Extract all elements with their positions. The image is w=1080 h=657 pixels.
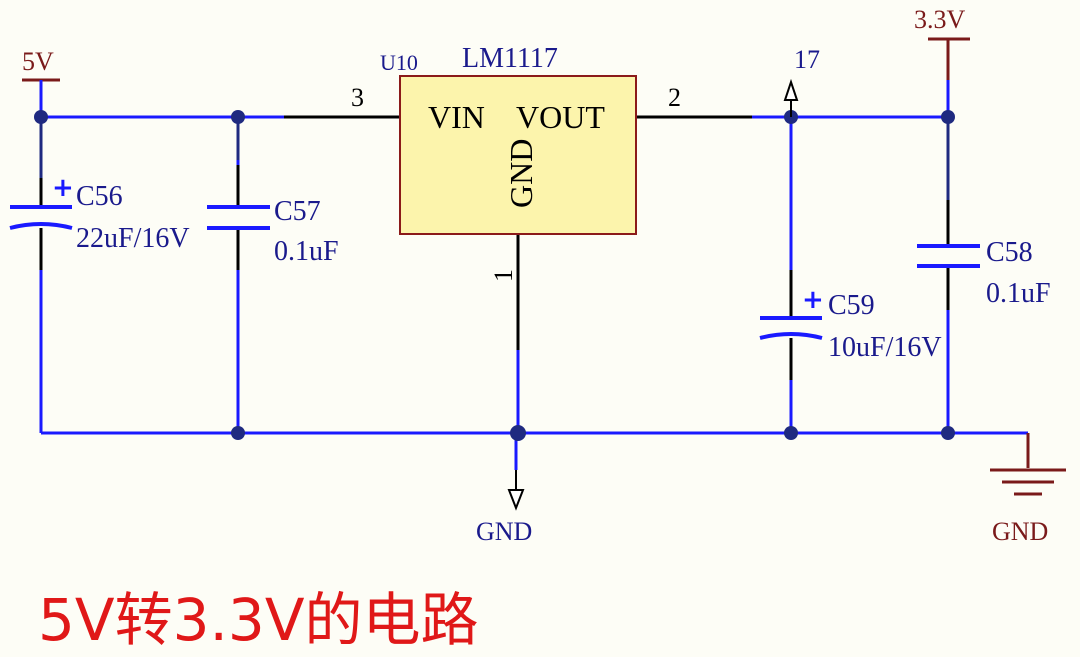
c56-polarity-mark: + [52,173,74,203]
regulator-part-number: LM1117 [462,43,558,74]
pin-gnd-label: GND [503,139,539,208]
ground-symbol-label: GND [992,517,1048,546]
pin-vout-label: VOUT [516,99,605,135]
c59-value: 10uF/16V [828,332,942,363]
c58-designator: C58 [986,237,1033,268]
c59-designator: C59 [828,290,875,321]
capacitor-plates [9,205,980,340]
c56-designator: C56 [76,181,123,212]
power-3v3-symbol: 3.3V [914,5,970,80]
net-label-text: 17 [794,45,820,74]
pin-vin-label: VIN [428,99,485,135]
regulator-body[interactable] [399,75,637,235]
pin-2-number: 2 [668,83,681,112]
c57-designator: C57 [274,196,321,227]
circuit-caption: 5V转3.3V的电路 [38,586,479,654]
c56-value: 22uF/16V [76,223,190,254]
pin-3-number: 3 [351,83,364,112]
pin-1-number: 1 [489,269,518,282]
power-3v3-label: 3.3V [914,5,966,34]
ground-symbol [990,433,1066,496]
c58-value: 0.1uF [986,278,1051,309]
gnd-port-label: GND [476,517,532,546]
power-5v-label: 5V [22,47,54,76]
pin-lines [39,115,950,380]
net-label-17: 17 [783,45,820,117]
regulator-designator: U10 [380,50,418,75]
junction-dots [34,110,955,441]
c59-polarity-mark: + [802,285,824,315]
gnd-port: GND [476,470,532,546]
c57-value: 0.1uF [274,236,339,267]
